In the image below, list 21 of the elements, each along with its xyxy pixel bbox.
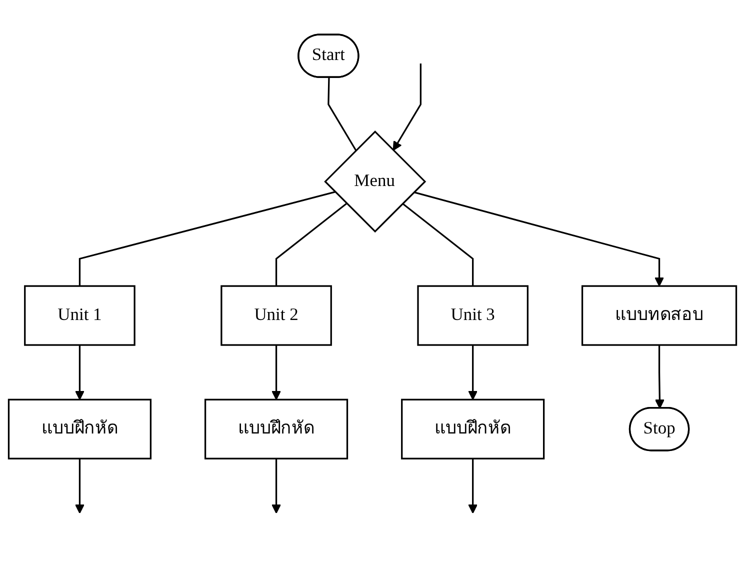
arrow [392,63,422,151]
node-box: Unit 1 [24,285,136,346]
arrow [74,345,85,400]
connector [328,78,357,151]
node-box: Unit 3 [417,285,529,346]
node-box: แบบฝึกหัด [204,398,348,460]
node-box: แบบทดสอบ [581,285,738,346]
arrow [468,458,478,514]
arrow [271,345,282,400]
node-box: แบบฝึกหัด [8,398,152,460]
node-box: แบบฝึกหัด [401,398,545,460]
arrow [271,458,282,514]
arrow [468,345,478,400]
arrow [74,458,85,514]
connector [402,202,474,286]
arrow [654,345,664,409]
arrow [414,191,664,286]
node-box: Unit 2 [220,285,332,346]
connector [78,191,336,286]
node-diamond: Menu [324,130,426,233]
connector [275,202,348,286]
